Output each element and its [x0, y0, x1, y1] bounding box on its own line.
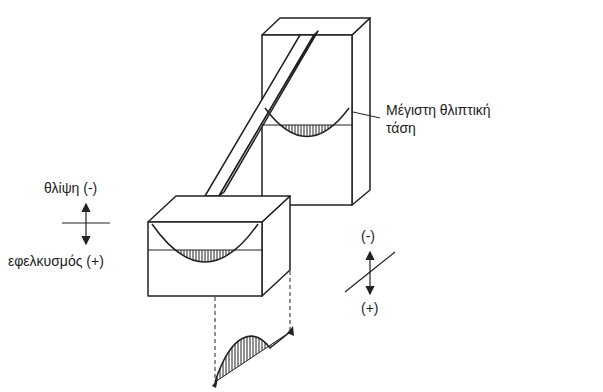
compression-sign: θλίψη (-)	[44, 180, 154, 198]
tension-sign: εφελκυσμός (+)	[8, 253, 148, 271]
sign-minus: (-)	[361, 228, 401, 246]
stress-note: Μέγιστη θλιπτική τάση	[386, 102, 516, 137]
sign-plus: (+)	[361, 300, 401, 318]
